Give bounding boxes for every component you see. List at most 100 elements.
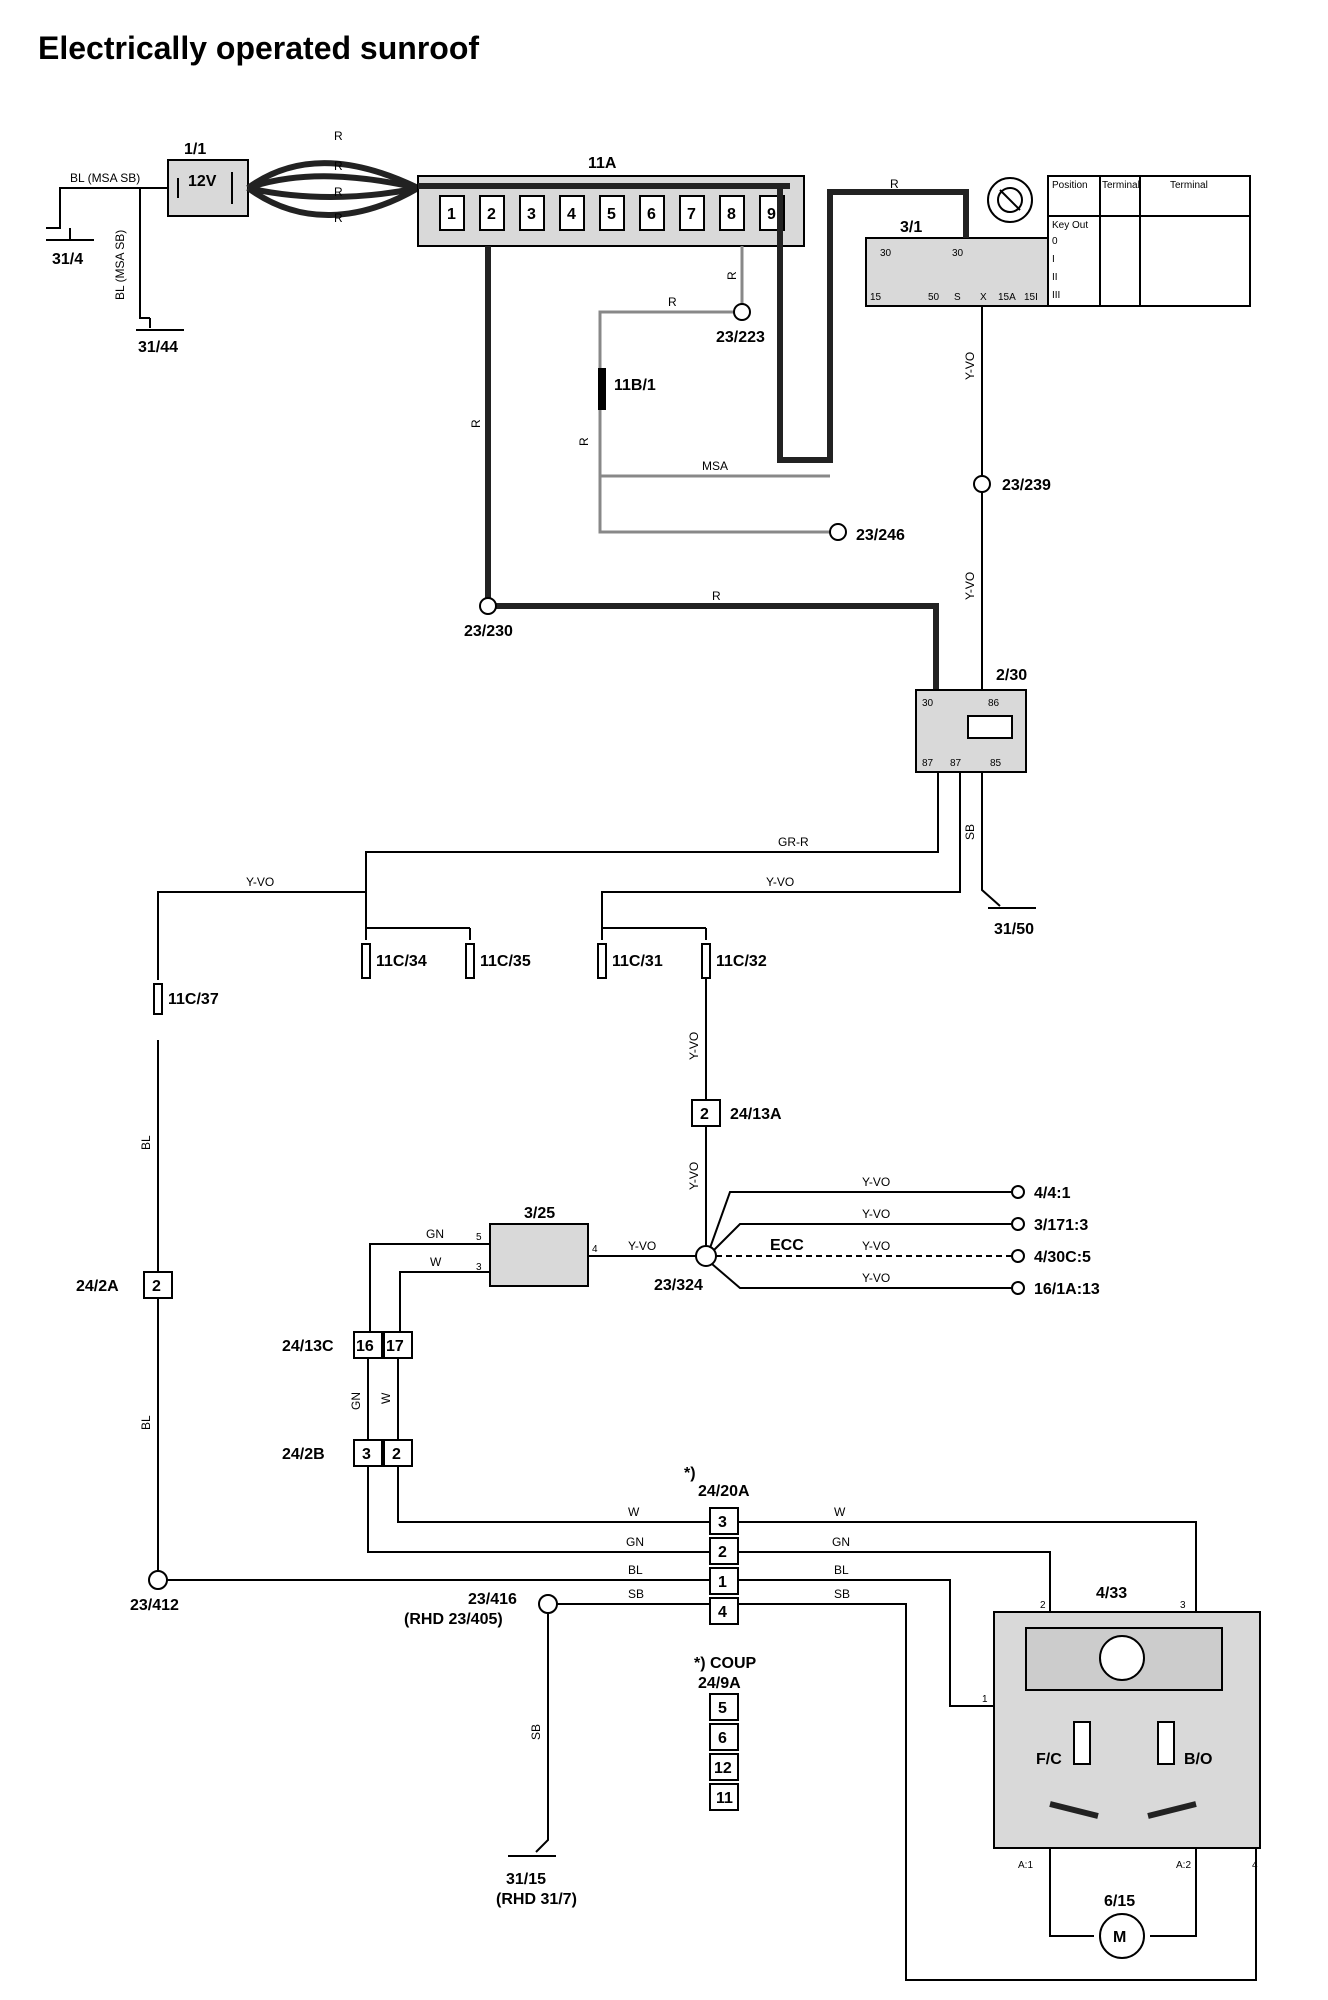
svg-text:Y-VO: Y-VO <box>862 1271 890 1285</box>
svg-text:BL: BL <box>834 1563 849 1577</box>
svg-text:SB: SB <box>529 1724 543 1740</box>
svg-text:3/171:3: 3/171:3 <box>1034 1217 1088 1234</box>
svg-text:Terminal: Terminal <box>1170 180 1208 191</box>
connector-24-13a: 2 24/13A <box>691 1099 782 1127</box>
svg-text:Key Out: Key Out <box>1052 220 1088 231</box>
svg-text:A:2: A:2 <box>1176 1860 1191 1871</box>
svg-text:16/1A:13: 16/1A:13 <box>1034 1281 1100 1298</box>
battery: 1/1 12V <box>167 141 249 217</box>
svg-text:24/2B: 24/2B <box>282 1446 325 1463</box>
svg-text:12V: 12V <box>188 173 217 190</box>
svg-text:R: R <box>334 129 343 143</box>
svg-text:W: W <box>628 1505 640 1519</box>
fuse-11c-37: 11C/37 <box>153 983 219 1015</box>
svg-text:23/416: 23/416 <box>468 1591 517 1608</box>
svg-text:Y-VO: Y-VO <box>963 572 977 600</box>
svg-text:GN: GN <box>832 1535 850 1549</box>
module-4-33: 4/33 2 3 1 F/C B/O A:1 A:2 4 <box>982 1585 1261 1871</box>
svg-text:8: 8 <box>727 206 736 223</box>
svg-text:3/1: 3/1 <box>900 219 922 236</box>
svg-text:M: M <box>1113 1929 1126 1946</box>
svg-text:31/44: 31/44 <box>138 339 178 356</box>
svg-text:87: 87 <box>950 758 962 769</box>
svg-text:87: 87 <box>922 758 934 769</box>
svg-text:16: 16 <box>356 1338 374 1355</box>
svg-text:2/30: 2/30 <box>996 667 1027 684</box>
svg-text:24/2A: 24/2A <box>76 1278 119 1295</box>
connector-24-2b: 3 2 24/2B <box>282 1439 413 1467</box>
svg-text:Terminal: Terminal <box>1102 180 1140 191</box>
svg-text:S: S <box>954 292 961 303</box>
fuse-11c-34: 11C/34 <box>361 943 427 979</box>
svg-text:23/223: 23/223 <box>716 329 765 346</box>
svg-text:50: 50 <box>928 292 940 303</box>
connector-24-13c: 16 17 24/13C <box>282 1331 413 1359</box>
fuse-11c-32: 11C/32 <box>701 943 767 979</box>
svg-text:9: 9 <box>767 206 776 223</box>
svg-text:III: III <box>1052 290 1060 301</box>
svg-text:R: R <box>334 159 343 173</box>
fuse-11a-6: 6 <box>639 195 665 231</box>
motor-6-15: M 6/15 <box>1099 1893 1145 1959</box>
svg-text:B/O: B/O <box>1184 1751 1212 1768</box>
svg-text:0: 0 <box>1052 236 1058 247</box>
svg-text:SB: SB <box>834 1587 850 1601</box>
svg-text:6: 6 <box>647 206 656 223</box>
svg-text:11C/32: 11C/32 <box>716 953 767 970</box>
svg-text:24/9A: 24/9A <box>698 1675 741 1692</box>
key-position-table: Position Terminal Terminal Key Out 0 I I… <box>1047 175 1251 307</box>
svg-text:30: 30 <box>952 248 964 259</box>
svg-text:3: 3 <box>476 1262 482 1273</box>
svg-text:Y-VO: Y-VO <box>862 1239 890 1253</box>
splice-23-324: 23/324 <box>654 1245 717 1294</box>
ground-31-44: 31/44 <box>136 318 184 356</box>
svg-text:BL: BL <box>628 1563 643 1577</box>
svg-text:GN: GN <box>426 1227 444 1241</box>
relay-2-30: 2/30 30 86 87 87 85 <box>915 667 1027 773</box>
fuse-11a-3: 3 <box>519 195 545 231</box>
svg-text:A:1: A:1 <box>1018 1860 1033 1871</box>
svg-text:Y-VO: Y-VO <box>628 1239 656 1253</box>
svg-text:11B/1: 11B/1 <box>614 377 656 394</box>
ground-31-50: 31/50 <box>988 907 1036 938</box>
svg-text:5: 5 <box>476 1232 482 1243</box>
svg-text:31/50: 31/50 <box>994 921 1034 938</box>
svg-text:85: 85 <box>990 758 1002 769</box>
fuse-11a-4: 4 <box>559 195 585 231</box>
svg-text:15: 15 <box>870 292 882 303</box>
svg-text:6: 6 <box>718 1730 727 1747</box>
svg-text:R: R <box>725 271 739 280</box>
svg-text:2: 2 <box>700 1106 709 1123</box>
svg-text:11C/34: 11C/34 <box>376 953 427 970</box>
svg-text:23/246: 23/246 <box>856 527 905 544</box>
svg-text:Position: Position <box>1052 180 1088 191</box>
svg-text:2: 2 <box>152 1278 161 1295</box>
svg-text:12: 12 <box>714 1760 732 1777</box>
svg-text:R: R <box>334 185 343 199</box>
fuse-11a-8: 8 <box>719 195 745 231</box>
svg-text:23/239: 23/239 <box>1002 477 1051 494</box>
ecc-label: ECC <box>770 1237 804 1254</box>
fuse-11c-35: 11C/35 <box>465 943 531 979</box>
splice-23-230: 23/230 <box>464 597 513 640</box>
svg-text:I: I <box>1052 254 1055 265</box>
svg-text:II: II <box>1052 272 1058 283</box>
svg-text:15I: 15I <box>1024 292 1038 303</box>
svg-text:5: 5 <box>718 1700 727 1717</box>
svg-text:R: R <box>577 437 591 446</box>
wire-color-label: BL (MSA SB) <box>70 171 140 185</box>
fuse-11a-2: 2 <box>479 195 505 231</box>
svg-text:5: 5 <box>607 206 616 223</box>
svg-text:24/20A: 24/20A <box>698 1483 750 1500</box>
svg-text:W: W <box>379 1392 393 1404</box>
fuse-11a-1: 1 <box>439 195 465 231</box>
svg-text:30: 30 <box>880 248 892 259</box>
svg-text:Y-VO: Y-VO <box>687 1162 701 1190</box>
svg-text:GR-R: GR-R <box>778 835 809 849</box>
splice-23-239: 23/239 <box>973 475 1051 494</box>
svg-text:23/230: 23/230 <box>464 623 513 640</box>
svg-text:F/C: F/C <box>1036 1751 1062 1768</box>
svg-text:4: 4 <box>1252 1860 1258 1871</box>
